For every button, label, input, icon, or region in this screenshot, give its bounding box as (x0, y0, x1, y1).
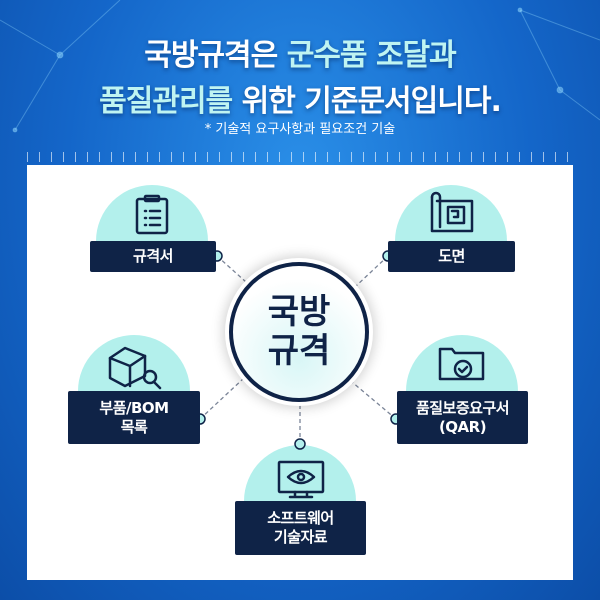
headline-line-1: 국방규격은 군수품 조달과 (144, 38, 457, 73)
blueprint-icon (430, 191, 474, 233)
network-background (0, 0, 600, 133)
center-line-1: 국방 (267, 291, 331, 332)
center-defense-standard: 국방 규격 (229, 262, 369, 402)
subtitle-note: * 기술적 요구사항과 필요조건 기술 (204, 122, 396, 137)
monitor-eye-icon (277, 460, 325, 499)
node-spec: 규격서 (90, 241, 216, 272)
tick-divider (27, 152, 573, 162)
dome-qar (406, 335, 518, 391)
node-drawing: 도면 (388, 241, 515, 272)
folder-check-icon (438, 347, 485, 381)
clipboard-list-icon (135, 194, 169, 235)
headline-line-2: 품질관리를 위한 기준문서입니다. (99, 84, 502, 119)
dome-drawing (395, 185, 507, 241)
dome-spec (96, 185, 208, 241)
box-search-icon (108, 346, 162, 390)
node-qar: 품질보증요구서(QAR) (397, 391, 528, 444)
connector-dot (294, 438, 306, 450)
center-line-2: 규격 (267, 331, 331, 371)
